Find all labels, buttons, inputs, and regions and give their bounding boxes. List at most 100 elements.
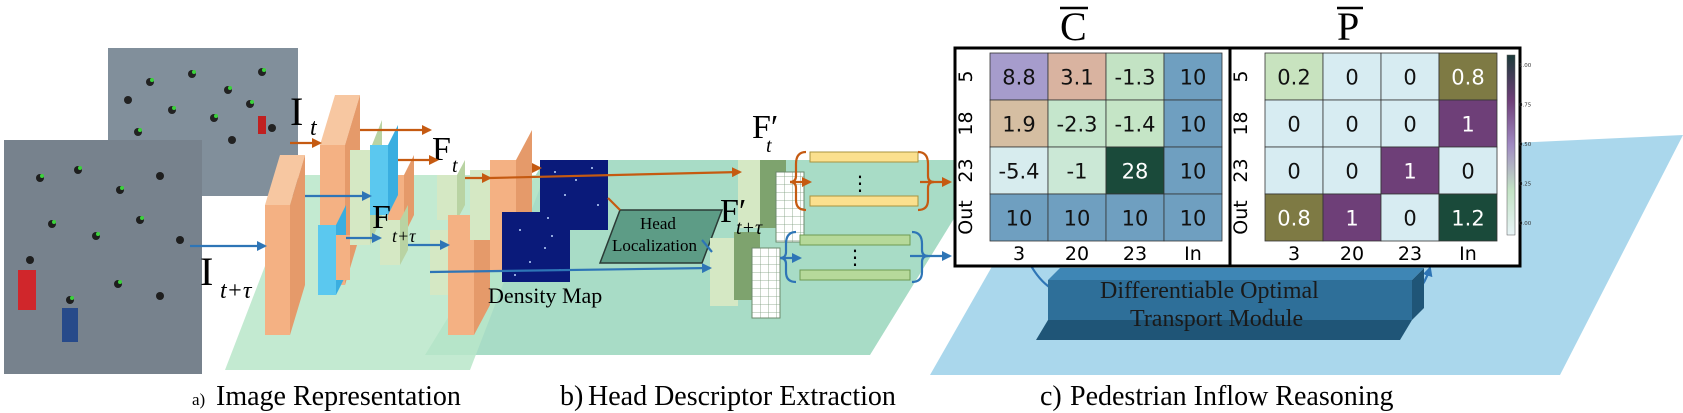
matrix_C-value-0-0: 8.8 bbox=[1002, 66, 1035, 90]
brace-t bbox=[789, 150, 807, 212]
matrix_P-value-2-3: 0 bbox=[1461, 160, 1474, 184]
label-dot-line2: Transport Module bbox=[1130, 306, 1303, 332]
label-F-prime-t-sub: t bbox=[766, 135, 772, 157]
matrix_P-value-2-1: 0 bbox=[1345, 160, 1358, 184]
matrix_P-col-label-1: 20 bbox=[1340, 243, 1364, 265]
matrix_P-row-label-0: 5 bbox=[1230, 70, 1252, 82]
matrix_P-cell-0-0 bbox=[1264, 52, 1324, 101]
matrix_P-cell-3-2 bbox=[1380, 193, 1440, 242]
matrix_C-value-2-0: -5.4 bbox=[999, 160, 1040, 184]
matrix_P-cell-1-0 bbox=[1264, 99, 1324, 148]
matrix_C-value-0-3: 10 bbox=[1180, 66, 1207, 90]
matrix_C-row-label-2: 23 bbox=[955, 158, 977, 182]
matrix_P-value-2-2: 1 bbox=[1403, 160, 1416, 184]
ellipsis-t: ⋮ bbox=[850, 171, 870, 195]
matrix_C-value-3-0: 10 bbox=[1006, 207, 1033, 231]
label-I-t-tau: I bbox=[200, 249, 213, 294]
matrix_P-value-2-0: 0 bbox=[1287, 160, 1300, 184]
matrix_P-col-label-2: 23 bbox=[1398, 243, 1422, 265]
matrix_P-value-1-1: 0 bbox=[1345, 113, 1358, 137]
matrix_C-cell-1-3 bbox=[1163, 99, 1223, 148]
feature-F-t-tau bbox=[380, 220, 400, 265]
matrix_P-value-3-3: 1.2 bbox=[1451, 207, 1484, 231]
label-F-t: F bbox=[432, 131, 451, 168]
matrix_P-colorbar-tick-1: 0.75 bbox=[1519, 103, 1532, 109]
matrix_P-value-0-0: 0.2 bbox=[1277, 66, 1310, 90]
matrix_P-value-3-1: 1 bbox=[1345, 207, 1358, 231]
caption-b-prefix: b) bbox=[560, 381, 583, 412]
label-localization: Localization bbox=[612, 236, 697, 255]
token-bar-t-tau-1 bbox=[799, 234, 911, 246]
matrix_C-cell-3-1 bbox=[1047, 193, 1107, 242]
matrix_P-colorbar-tick-4: 0.00 bbox=[1519, 221, 1532, 227]
label-I-t-tau-sub: t+τ bbox=[220, 278, 253, 304]
label-dot-line1: Differentiable Optimal bbox=[1100, 278, 1319, 304]
matrix_C-row-label-1: 18 bbox=[955, 111, 977, 135]
backbone-blue-2 bbox=[318, 225, 336, 295]
matrix_P-colorbar bbox=[1506, 54, 1516, 236]
title-P: P bbox=[1337, 4, 1359, 49]
matrix_C-col-label-2: 23 bbox=[1123, 243, 1147, 265]
label-F-prime-t-tau: F′ bbox=[720, 193, 746, 230]
matrix_C-cell-0-2 bbox=[1105, 52, 1165, 101]
dot-module-top bbox=[1048, 268, 1424, 280]
matrix_C-value-2-1: -1 bbox=[1067, 160, 1088, 184]
matrix_C-col-label-1: 20 bbox=[1065, 243, 1089, 265]
matrix_P-row-label-3: Out bbox=[1230, 200, 1252, 234]
crowd-frame-t-tau bbox=[4, 140, 202, 374]
matrix_C-value-1-1: -2.3 bbox=[1057, 113, 1098, 137]
matrix_C-value-1-2: -1.4 bbox=[1115, 113, 1156, 137]
label-F-prime-t-tau-sub: t+τ bbox=[736, 217, 763, 239]
matrix_C-col-label-0: 3 bbox=[1013, 243, 1025, 265]
label-F-t-sub: t bbox=[452, 155, 458, 177]
matrix_C-value-2-3: 10 bbox=[1180, 160, 1207, 184]
matrix_P-cell-3-0 bbox=[1264, 193, 1324, 242]
token-bar-t-1 bbox=[809, 151, 919, 163]
matrix_P-colorbar-tick-3: 0.25 bbox=[1519, 182, 1532, 188]
matrix_C-value-3-2: 10 bbox=[1122, 207, 1149, 231]
descriptor-F-t-tau-grid bbox=[751, 247, 781, 319]
caption-c-prefix: c) bbox=[1040, 381, 1062, 412]
matrix_P-value-1-0: 0 bbox=[1287, 113, 1300, 137]
density-map-dots bbox=[514, 167, 599, 276]
matrix_C-row-label-0: 5 bbox=[955, 70, 977, 82]
matrix_C-cell-2-3 bbox=[1163, 146, 1223, 195]
matrix_C-value-1-3: 10 bbox=[1180, 113, 1207, 137]
matrix_C-value-0-1: 3.1 bbox=[1060, 66, 1093, 90]
matrix_P-col-label-0: 3 bbox=[1288, 243, 1300, 265]
backbone-blue-1-side bbox=[388, 125, 398, 215]
matrix_P-value-1-2: 0 bbox=[1403, 113, 1416, 137]
matrix_P-cell-2-3 bbox=[1438, 146, 1498, 195]
backbone-blue-1 bbox=[370, 145, 388, 215]
matrix_P-col-label-3: In bbox=[1459, 243, 1477, 265]
matrix_P-colorbar-tick-0: 1.00 bbox=[1519, 63, 1532, 69]
matrix_P-cell-2-2 bbox=[1380, 146, 1440, 195]
caption-b-text: Head Descriptor Extraction bbox=[588, 381, 896, 412]
label-density-map: Density Map bbox=[488, 283, 602, 308]
matrix_P-cell-0-3 bbox=[1438, 52, 1498, 101]
backbone-block-1-side bbox=[290, 155, 305, 335]
caption-a-prefix: a) bbox=[192, 390, 205, 409]
decoder-green-upper bbox=[470, 170, 490, 240]
matrix_P-value-3-0: 0.8 bbox=[1277, 207, 1310, 231]
matrix_P-value-0-1: 0 bbox=[1345, 66, 1358, 90]
matrix_C-cell-2-0 bbox=[989, 146, 1049, 195]
dot-module-side bbox=[1412, 268, 1424, 320]
label-F-t-tau-sub: t+τ bbox=[392, 226, 416, 246]
matrix_C-cell-0-0 bbox=[989, 52, 1049, 101]
matrix_C-value-3-3: 10 bbox=[1180, 207, 1207, 231]
backbone-green-1 bbox=[350, 150, 370, 245]
caption-a-text: Image Representation bbox=[216, 381, 461, 412]
title-C: C bbox=[1060, 4, 1087, 49]
matrix_P-cell-2-1 bbox=[1322, 146, 1382, 195]
matrix_P-colorbar-tick-2: 0.50 bbox=[1519, 142, 1532, 148]
matrix_C-cell-3-3 bbox=[1163, 193, 1223, 242]
label-F-prime-t: F′ bbox=[752, 109, 778, 146]
matrix_C-col-label-3: In bbox=[1184, 243, 1202, 265]
matrix_P-row-label-2: 23 bbox=[1230, 158, 1252, 182]
label-I-t-sub: t bbox=[310, 115, 318, 141]
feature-F-t-side bbox=[457, 160, 465, 220]
backbone-block-top bbox=[265, 155, 305, 205]
